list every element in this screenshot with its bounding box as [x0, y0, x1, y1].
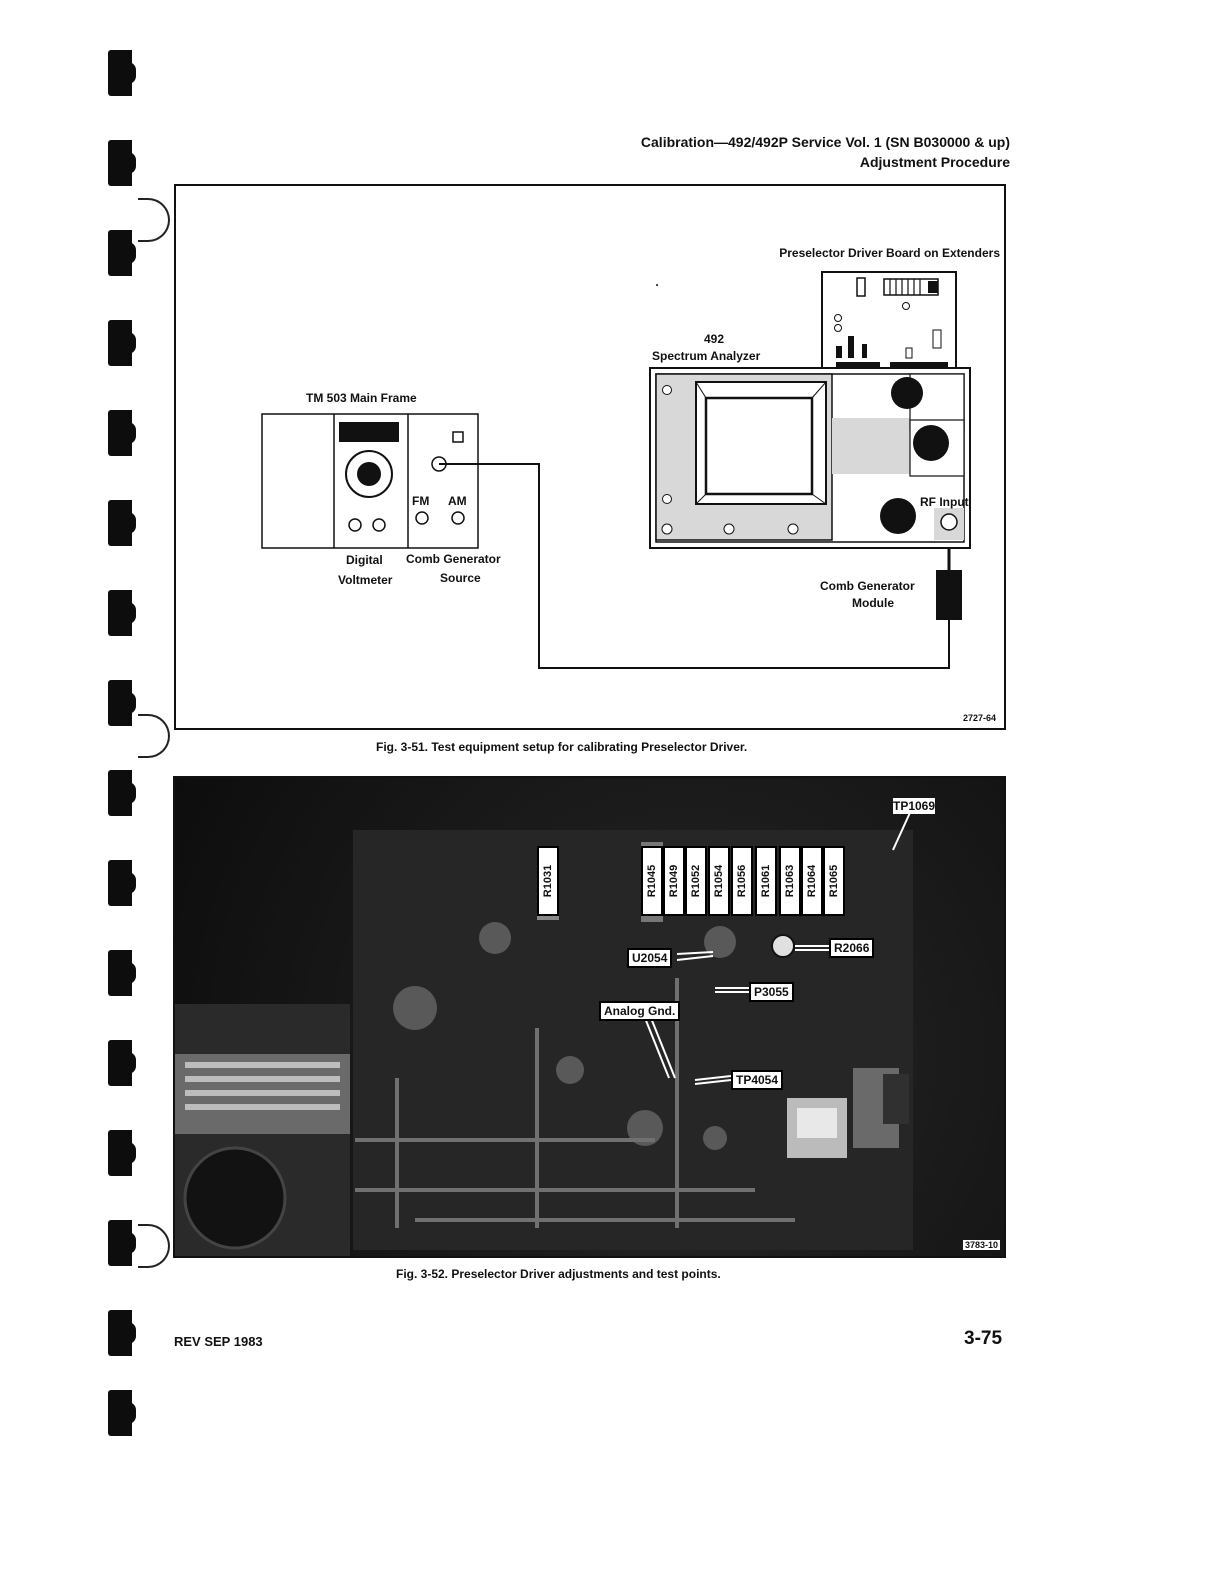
circuit-board-photo: [175, 778, 1004, 1256]
callout-analog-gnd: Analog Gnd.: [599, 1001, 680, 1021]
resistor-callout: R1065: [823, 846, 845, 916]
resistor-label: R1052: [690, 865, 702, 897]
resistor-label: R1054: [713, 865, 725, 897]
spiral-binding: [108, 50, 138, 1445]
resistor-callout: R1056: [731, 846, 753, 916]
comb-generator-module: [936, 570, 962, 620]
binding-ring: [108, 1130, 132, 1176]
binding-ring: [108, 230, 132, 276]
am-jack: [452, 512, 464, 524]
analyzer-knob: [913, 425, 949, 461]
dvm-jack: [373, 519, 385, 531]
figure-ref-id: 3783-10: [963, 1240, 1000, 1250]
callout-u2054: U2054: [627, 948, 672, 968]
binding-ring: [108, 410, 132, 456]
resistor-label: R1031: [542, 865, 554, 897]
figure-3-52-caption: Fig. 3-52. Preselector Driver adjustment…: [396, 1267, 721, 1281]
comb-gen-indicator: [453, 432, 463, 442]
binding-ring: [108, 1390, 132, 1436]
analyzer-knob: [891, 377, 923, 409]
label-comb-module-line2: Module: [852, 596, 894, 610]
callout-tp4054: TP4054: [731, 1070, 783, 1090]
resistor-label: R1045: [646, 865, 658, 897]
figure-3-51-caption: Fig. 3-51. Test equipment setup for cali…: [376, 740, 747, 754]
resistor-callout: R1031: [537, 846, 559, 916]
label-voltmeter: Voltmeter: [338, 573, 392, 587]
dvm-jack: [349, 519, 361, 531]
resistor-label: R1056: [736, 865, 748, 897]
resistor-callout: R1061: [755, 846, 777, 916]
label-rf-input: RF Input: [920, 495, 969, 509]
revision-date: REV SEP 1983: [174, 1334, 263, 1349]
label-comb-module-line1: Comb Generator: [820, 579, 915, 593]
resistor-callout: R1054: [708, 846, 730, 916]
label-digital: Digital: [346, 553, 383, 567]
header-title: Calibration—492/492P Service Vol. 1 (SN …: [641, 134, 1010, 150]
header-subtitle: Adjustment Procedure: [860, 154, 1010, 170]
callout-tp1069: TP1069: [893, 798, 935, 814]
resistor-label: R1065: [828, 865, 840, 897]
figure-3-51-frame: Preselector Driver Board on Extenders 49…: [174, 184, 1006, 730]
label-comb-generator: Comb Generator: [406, 552, 501, 566]
binding-ring: [108, 590, 132, 636]
resistor-callout: R1052: [685, 846, 707, 916]
label-analyzer-name: Spectrum Analyzer: [652, 349, 760, 363]
binding-ring: [108, 680, 132, 726]
test-setup-diagram: [176, 186, 1004, 728]
dvm-display: [339, 422, 399, 442]
binding-ring: [108, 770, 132, 816]
callout-r2066: R2066: [829, 938, 874, 958]
resistor-label: R1064: [806, 865, 818, 897]
binding-ring: [108, 1220, 132, 1266]
resistor-callout: R1049: [663, 846, 685, 916]
crt-screen: [706, 398, 812, 494]
binding-ring: [108, 1310, 132, 1356]
label-am: AM: [448, 494, 467, 508]
binding-ring: [108, 140, 132, 186]
punch-hole: [138, 1224, 170, 1268]
binding-ring: [108, 1040, 132, 1086]
label-fm: FM: [412, 494, 429, 508]
binding-ring: [108, 860, 132, 906]
rf-input-connector: [941, 514, 957, 530]
binding-ring: [108, 950, 132, 996]
label-analyzer-number: 492: [704, 332, 724, 346]
resistor-label: R1061: [760, 865, 772, 897]
resistor-label: R1063: [784, 865, 796, 897]
analyzer-knob: [880, 498, 916, 534]
figure-3-52-photo: TP1069 R1031 R1045 R1049 R1052 R1054 R10…: [173, 776, 1006, 1258]
fm-jack: [416, 512, 428, 524]
resistor-callout: R1063: [779, 846, 801, 916]
callout-p3055: P3055: [749, 982, 794, 1002]
resistor-callout: R1064: [801, 846, 823, 916]
page-number: 3-75: [964, 1328, 1002, 1350]
punch-hole: [138, 714, 170, 758]
figure-ref-id: 2727-64: [963, 713, 996, 723]
binding-ring: [108, 320, 132, 366]
binding-ring: [108, 500, 132, 546]
binding-ring: [108, 50, 132, 96]
resistor-label: R1049: [668, 865, 680, 897]
resistor-callout: R1045: [641, 846, 663, 916]
label-preselector-board: Preselector Driver Board on Extenders: [779, 246, 1000, 260]
label-tm503-mainframe: TM 503 Main Frame: [306, 391, 417, 405]
label-source: Source: [440, 571, 481, 585]
punch-hole: [138, 198, 170, 242]
